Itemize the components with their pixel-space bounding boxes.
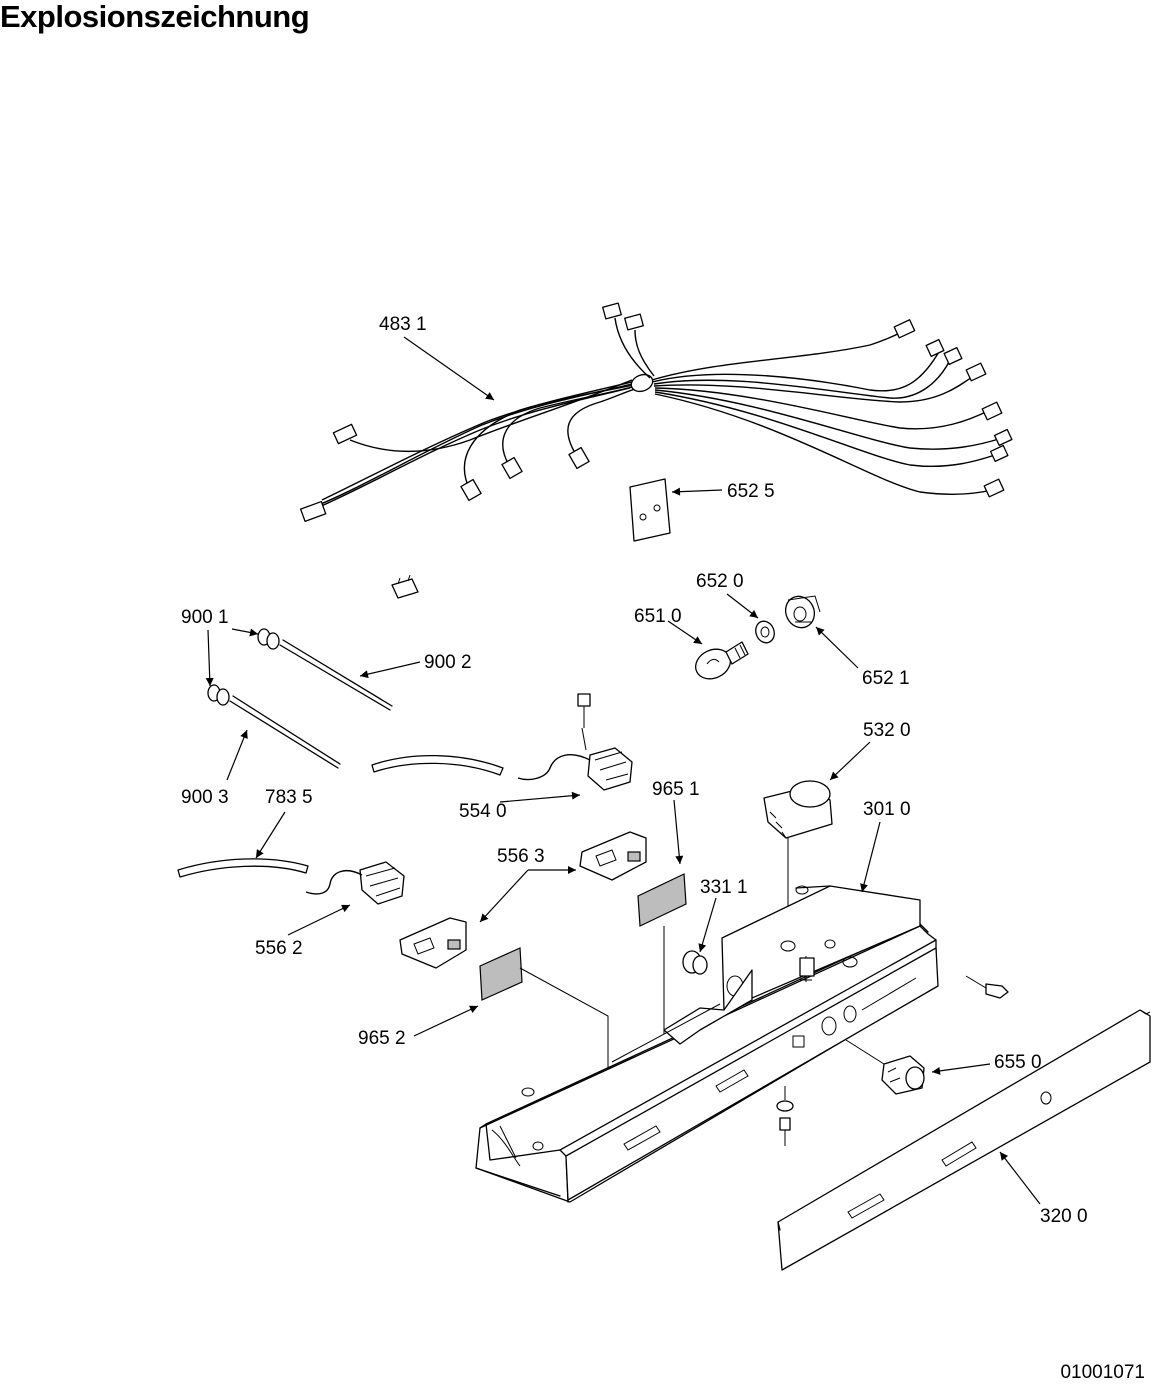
front-panel xyxy=(777,1009,1151,1271)
callout-900-1: 900 1 xyxy=(181,607,229,628)
callout-483-1: 483 1 xyxy=(379,314,427,335)
timer-532 xyxy=(763,780,833,940)
callout-652-1: 652 1 xyxy=(862,668,910,689)
leader-lines xyxy=(205,336,1041,1205)
callout-652-5: 652 5 xyxy=(727,481,775,502)
callout-labels: 483 1 652 5 652 0 651 0 652 1 900 1 900 … xyxy=(181,314,1088,1227)
callout-900-2: 900 2 xyxy=(424,652,472,673)
callout-331-1: 331 1 xyxy=(700,877,748,898)
callout-301-0: 301 0 xyxy=(863,799,911,820)
wire-clip xyxy=(391,574,419,599)
callout-652-0: 652 0 xyxy=(696,571,744,592)
callout-320-0: 320 0 xyxy=(1040,1206,1088,1227)
wiring-harness xyxy=(299,302,1013,522)
screws xyxy=(776,975,1009,1146)
drawing-number: 01001071 xyxy=(1060,1362,1145,1383)
bracket-556-3-lower xyxy=(399,917,467,969)
callout-965-1: 965 1 xyxy=(652,779,700,800)
callout-655-0: 655 0 xyxy=(994,1052,1042,1073)
lamp-assembly xyxy=(694,595,821,680)
callout-556-2: 556 2 xyxy=(255,938,303,959)
callout-554-0: 554 0 xyxy=(459,801,507,822)
page-title: Explosionszeichnung xyxy=(0,0,310,34)
callout-651-0: 651 0 xyxy=(634,606,682,627)
switch-554 xyxy=(517,693,633,791)
shafts xyxy=(207,628,393,769)
cover-plate xyxy=(629,478,671,542)
callout-965-2: 965 2 xyxy=(358,1028,406,1049)
control-housing xyxy=(475,885,939,1203)
callout-900-3: 900 3 xyxy=(181,787,229,808)
bracket-556-3-upper xyxy=(579,831,647,881)
knob-331 xyxy=(682,950,708,975)
callout-783-5: 783 5 xyxy=(265,787,313,808)
callout-532-0: 532 0 xyxy=(863,720,911,741)
callout-556-3: 556 3 xyxy=(497,846,545,867)
switch-556-2 xyxy=(305,861,405,905)
switch-655 xyxy=(845,1039,925,1095)
tubes xyxy=(177,754,504,878)
